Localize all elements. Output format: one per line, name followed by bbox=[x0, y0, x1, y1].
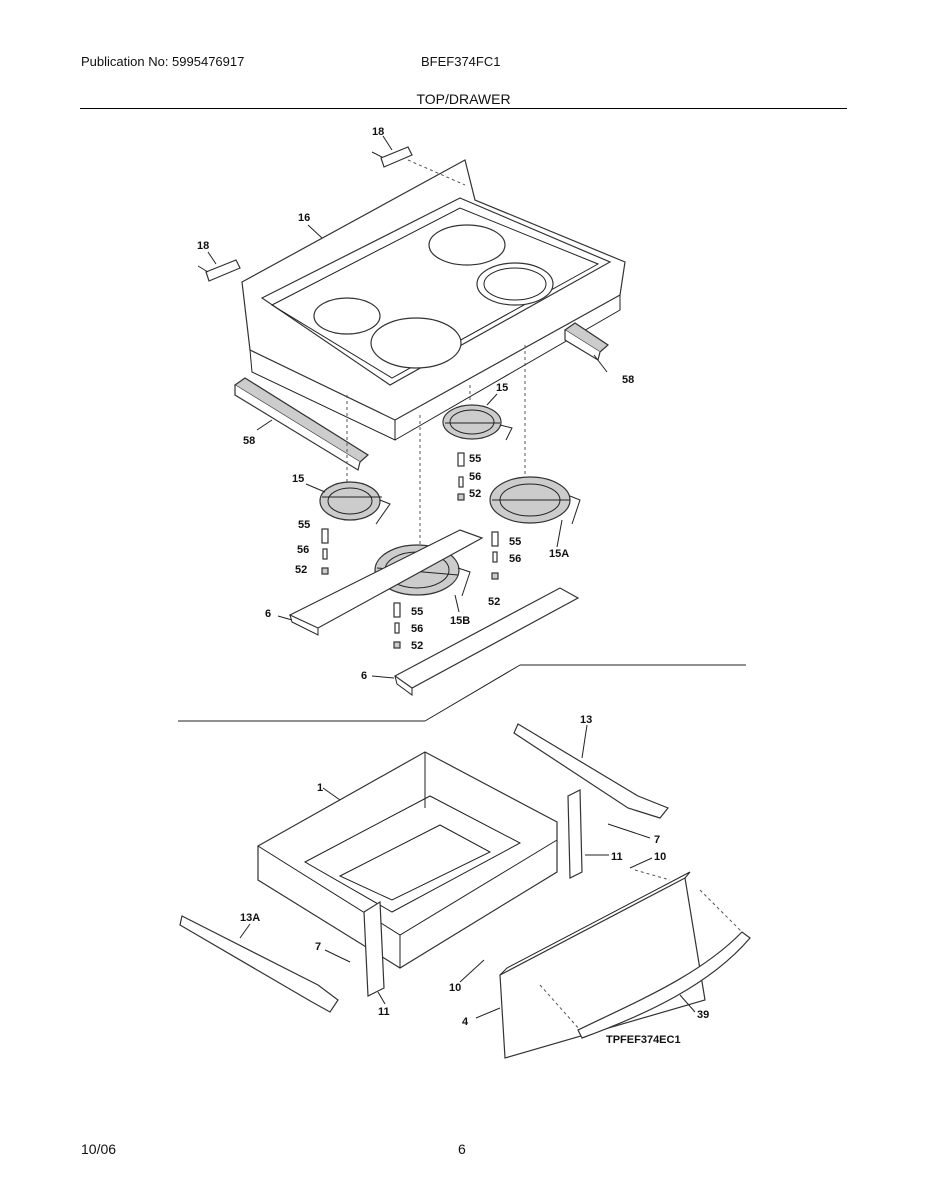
callout-58: 58 bbox=[622, 374, 634, 386]
burner-surface bbox=[428, 224, 506, 266]
callout-56: 56 bbox=[411, 623, 423, 635]
callout-10: 10 bbox=[654, 851, 666, 863]
callout-6: 6 bbox=[361, 670, 367, 682]
drawer-handle bbox=[577, 931, 751, 1039]
drawer-body bbox=[257, 751, 558, 969]
hardware-stack bbox=[393, 602, 401, 649]
hinge-bracket bbox=[197, 259, 241, 282]
callout-58: 58 bbox=[243, 435, 255, 447]
hardware-stack bbox=[457, 452, 465, 501]
radiant-element bbox=[319, 481, 391, 525]
burner-surface bbox=[313, 297, 381, 335]
drawer-slide-rail bbox=[513, 723, 669, 819]
trim-strip bbox=[563, 322, 609, 361]
callout-18: 18 bbox=[372, 126, 384, 138]
page-number: 6 bbox=[458, 1141, 466, 1157]
diagram-code: TPFEF374EC1 bbox=[606, 1034, 681, 1046]
callout-15B: 15B bbox=[450, 615, 470, 627]
drawer-slide-rail bbox=[179, 915, 339, 1013]
callout-7: 7 bbox=[315, 941, 321, 953]
radiant-element bbox=[489, 476, 581, 525]
publication-number: Publication No: 5995476917 bbox=[81, 54, 245, 69]
callout-52: 52 bbox=[295, 564, 307, 576]
callout-52: 52 bbox=[469, 488, 481, 500]
callout-55: 55 bbox=[469, 453, 481, 465]
callout-52: 52 bbox=[411, 640, 423, 652]
support-rail bbox=[393, 587, 580, 696]
callout-7: 7 bbox=[654, 834, 660, 846]
callout-13: 13 bbox=[580, 714, 592, 726]
callout-18: 18 bbox=[197, 240, 209, 252]
callout-56: 56 bbox=[509, 553, 521, 565]
hardware-stack bbox=[321, 528, 329, 575]
trim-strip bbox=[233, 377, 370, 471]
drawer-bracket bbox=[567, 789, 583, 879]
callout-15: 15 bbox=[292, 473, 304, 485]
radiant-element bbox=[442, 404, 513, 441]
callout-39: 39 bbox=[697, 1009, 709, 1021]
callout-13A: 13A bbox=[240, 912, 260, 924]
callout-6: 6 bbox=[265, 608, 271, 620]
callout-11: 11 bbox=[378, 1006, 390, 1018]
callout-56: 56 bbox=[297, 544, 309, 556]
callout-16: 16 bbox=[298, 212, 310, 224]
model-number: BFEF374FC1 bbox=[421, 54, 501, 69]
drawer-bracket bbox=[363, 900, 385, 997]
section-title: TOP/DRAWER bbox=[416, 91, 511, 107]
hinge-bracket bbox=[371, 146, 413, 168]
callout-4: 4 bbox=[462, 1016, 469, 1028]
burner-surface bbox=[476, 262, 554, 306]
callout-52: 52 bbox=[488, 596, 500, 608]
callout-55: 55 bbox=[298, 519, 310, 531]
callout-15: 15 bbox=[496, 382, 508, 394]
callout-55: 55 bbox=[411, 606, 423, 618]
drawer-front-panel bbox=[499, 871, 706, 1059]
footer-date: 10/06 bbox=[81, 1141, 117, 1157]
callout-56: 56 bbox=[469, 471, 481, 483]
callout-55: 55 bbox=[509, 536, 521, 548]
hardware-stack bbox=[491, 531, 499, 580]
callout-11: 11 bbox=[611, 851, 623, 863]
cooktop-top bbox=[241, 159, 626, 441]
burner-surface bbox=[370, 317, 462, 369]
header-rule bbox=[80, 108, 847, 109]
callout-10: 10 bbox=[449, 982, 461, 994]
callout-15A: 15A bbox=[549, 548, 569, 560]
support-rail bbox=[288, 529, 484, 636]
callout-1: 1 bbox=[317, 782, 323, 794]
